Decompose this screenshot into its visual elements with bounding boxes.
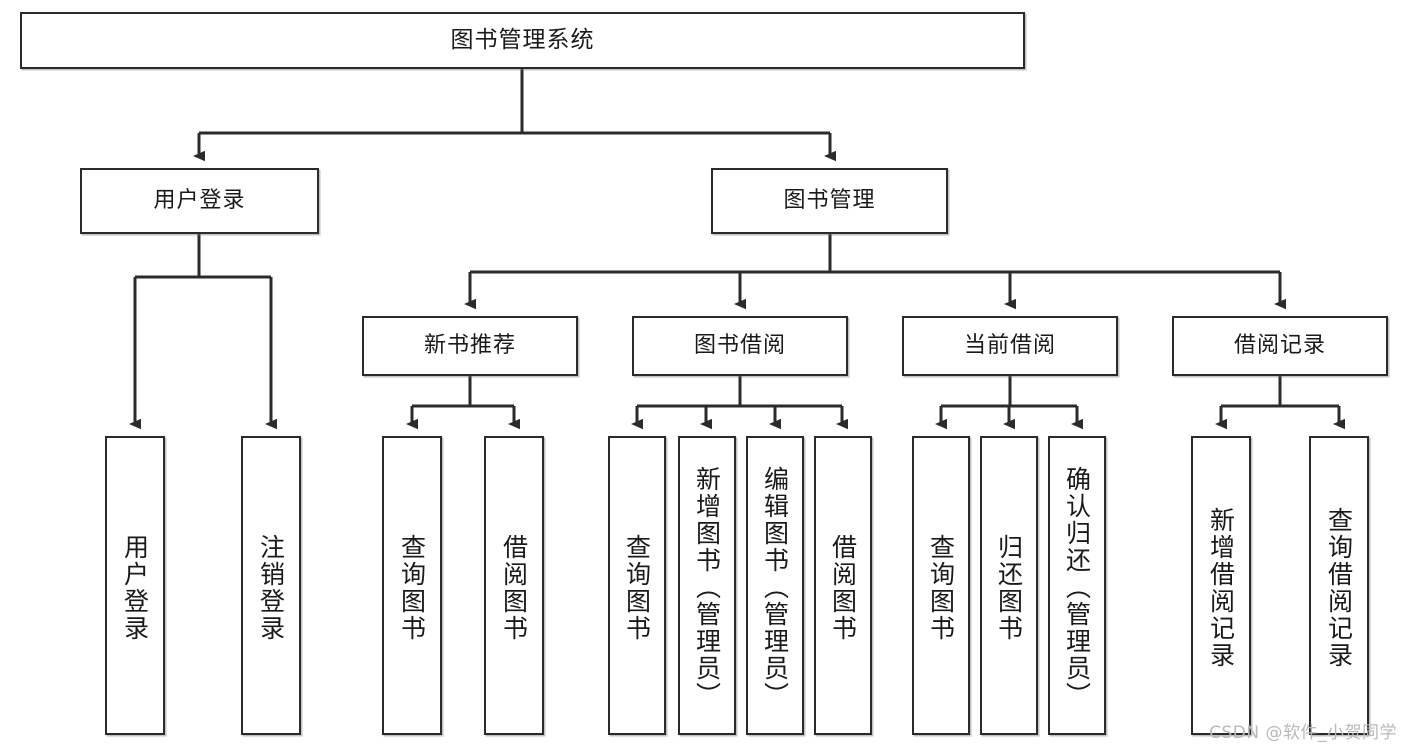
leaf-query-book-recommend[interactable]: 查询图书 xyxy=(382,436,442,735)
leaf-label: 确认归还（管理员） xyxy=(1062,466,1092,709)
leaf-label: 用户登录 xyxy=(120,533,150,642)
csdn-watermark: CSDN @软件_小贺同学 xyxy=(1209,723,1397,743)
leaf-borrow-book[interactable]: 借阅图书 xyxy=(814,436,872,735)
leaf-label: 借阅图书 xyxy=(828,533,858,642)
node-new-book-recommend[interactable]: 新书推荐 xyxy=(362,316,578,376)
leaf-user-login[interactable]: 用户登录 xyxy=(105,436,165,735)
leaf-label: 归还图书 xyxy=(994,533,1024,642)
leaf-query-borrow-record[interactable]: 查询借阅记录 xyxy=(1309,436,1369,735)
leaf-confirm-return[interactable]: 确认归还（管理员） xyxy=(1048,436,1106,735)
node-user-login[interactable]: 用户登录 xyxy=(80,168,319,234)
leaf-label: 注销登录 xyxy=(256,533,286,642)
node-current-borrow[interactable]: 当前借阅 xyxy=(902,316,1118,376)
leaf-add-borrow-record[interactable]: 新增借阅记录 xyxy=(1191,436,1251,735)
leaf-borrow-book-recommend[interactable]: 借阅图书 xyxy=(484,436,544,735)
leaf-query-book-borrow[interactable]: 查询图书 xyxy=(608,436,666,735)
node-book-management[interactable]: 图书管理 xyxy=(711,168,948,234)
leaf-label: 编辑图书（管理员） xyxy=(760,466,790,709)
leaf-label: 查询借阅记录 xyxy=(1324,506,1354,669)
leaf-label: 新增图书（管理员） xyxy=(692,466,722,709)
leaf-label: 新增借阅记录 xyxy=(1206,506,1236,669)
leaf-edit-book[interactable]: 编辑图书（管理员） xyxy=(746,436,804,735)
node-root-system[interactable]: 图书管理系统 xyxy=(20,12,1025,69)
node-book-borrow[interactable]: 图书借阅 xyxy=(632,316,848,376)
leaf-label: 查询图书 xyxy=(622,533,652,642)
leaf-logout-login[interactable]: 注销登录 xyxy=(241,436,301,735)
leaf-query-book-current[interactable]: 查询图书 xyxy=(912,436,970,735)
leaf-label: 查询图书 xyxy=(926,533,956,642)
leaf-return-book[interactable]: 归还图书 xyxy=(980,436,1038,735)
leaf-label: 查询图书 xyxy=(397,533,427,642)
leaf-label: 借阅图书 xyxy=(499,533,529,642)
node-borrow-record[interactable]: 借阅记录 xyxy=(1172,316,1388,376)
leaf-add-book[interactable]: 新增图书（管理员） xyxy=(678,436,736,735)
